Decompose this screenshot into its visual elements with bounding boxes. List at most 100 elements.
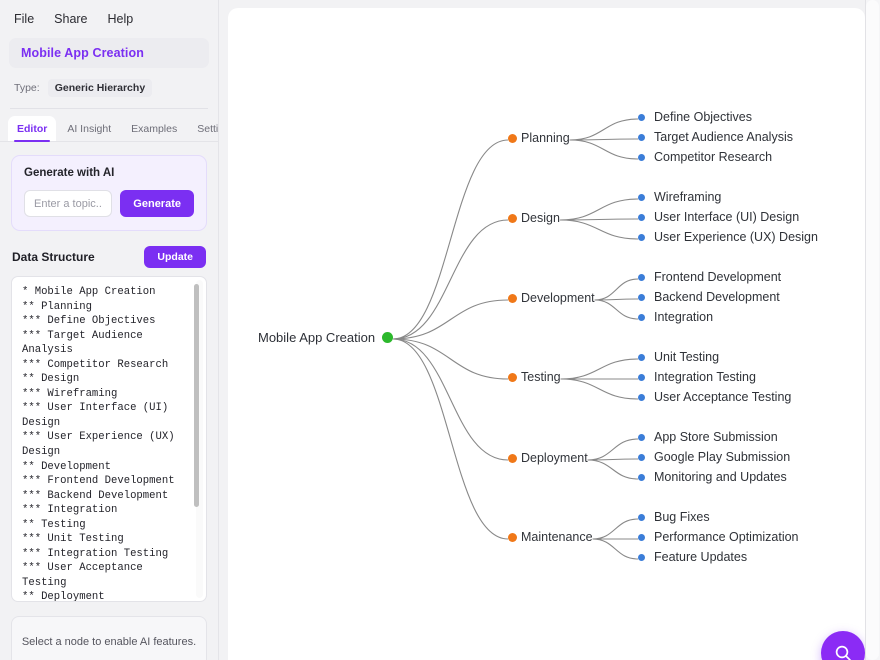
mindmap-leaf-node[interactable]: Integration Testing bbox=[638, 370, 756, 384]
leaf-node-dot[interactable] bbox=[638, 513, 645, 521]
generate-with-ai-row: Generate bbox=[24, 190, 194, 217]
mindmap-leaf-node[interactable]: User Acceptance Testing bbox=[638, 390, 791, 404]
root-node-dot[interactable] bbox=[382, 332, 394, 343]
mindmap-leaf-label: Unit Testing bbox=[654, 350, 720, 364]
branch-node-dot[interactable] bbox=[508, 213, 517, 223]
generate-with-ai-title: Generate with AI bbox=[24, 167, 115, 179]
document-title-card[interactable]: Mobile App Creation bbox=[9, 38, 209, 68]
mindmap-leaf-node[interactable]: User Interface (UI) Design bbox=[638, 210, 799, 224]
leaf-node-dot[interactable] bbox=[638, 213, 645, 221]
leaf-node-dot[interactable] bbox=[638, 553, 645, 561]
tab-examples[interactable]: Examples bbox=[131, 123, 178, 135]
mindmap-leaf-label: Monitoring and Updates bbox=[654, 470, 787, 484]
mindmap-root-label: Mobile App Creation bbox=[258, 330, 376, 345]
leaf-node-dot[interactable] bbox=[638, 293, 645, 301]
branch-node-dot[interactable] bbox=[508, 372, 517, 382]
leaf-node-dot[interactable] bbox=[638, 353, 645, 361]
topic-input[interactable] bbox=[24, 190, 113, 217]
mindmap-leaf-label: User Acceptance Testing bbox=[654, 390, 792, 404]
mindmap-branch-node[interactable]: Deployment bbox=[508, 451, 588, 465]
data-structure-header: Data Structure Update bbox=[12, 246, 206, 268]
page-scrollbar-thumb[interactable] bbox=[866, 0, 879, 660]
branch-node-dot[interactable] bbox=[508, 133, 517, 143]
menu-item-share[interactable]: Share bbox=[54, 12, 88, 26]
mindmap-root-node[interactable]: Mobile App Creation bbox=[258, 330, 394, 345]
mindmap-leaf-node[interactable]: Define Objectives bbox=[638, 110, 752, 124]
update-button[interactable]: Update bbox=[144, 246, 206, 268]
leaf-node-dot[interactable] bbox=[638, 273, 645, 281]
mindmap-leaf-label: Frontend Development bbox=[654, 270, 782, 284]
mindmap-leaf-node[interactable]: Wireframing bbox=[638, 190, 721, 204]
mindmap-leaf-label: Performance Optimization bbox=[654, 530, 799, 544]
tabs-underline bbox=[0, 141, 218, 142]
mindmap-branch-label: Testing bbox=[521, 370, 561, 384]
branch-node-dot[interactable] bbox=[508, 532, 517, 542]
branch-node-dot[interactable] bbox=[508, 293, 517, 303]
data-structure-editor[interactable]: * Mobile App Creation ** Planning *** De… bbox=[11, 276, 207, 602]
textarea-scrollbar-thumb[interactable] bbox=[194, 284, 199, 507]
mindmap-leaf-node[interactable]: Bug Fixes bbox=[638, 510, 710, 524]
mindmap-leaf-node[interactable]: Unit Testing bbox=[638, 350, 719, 364]
leaf-node-dot[interactable] bbox=[638, 373, 645, 381]
leaf-node-dot[interactable] bbox=[638, 133, 645, 141]
mindmap-leaf-label: Wireframing bbox=[654, 190, 722, 204]
search-fab-button[interactable] bbox=[821, 631, 865, 660]
page-scrollbar-track[interactable] bbox=[865, 0, 880, 660]
mindmap-leaf-label: Backend Development bbox=[654, 290, 780, 304]
type-label: Type: bbox=[14, 82, 40, 94]
mindmap-leaf-label: Integration bbox=[654, 310, 714, 324]
mindmap-branch-label: Development bbox=[521, 291, 595, 305]
mindmap-leaf-label: User Interface (UI) Design bbox=[654, 210, 800, 224]
leaf-node-dot[interactable] bbox=[638, 393, 645, 401]
type-value-chip[interactable]: Generic Hierarchy bbox=[47, 79, 153, 97]
mindmap-branch-node[interactable]: Testing bbox=[508, 370, 561, 384]
mindmap-leaf-node[interactable]: Google Play Submission bbox=[638, 450, 790, 464]
document-type-row: Type: Generic Hierarchy bbox=[0, 68, 218, 97]
leaf-node-dot[interactable] bbox=[638, 153, 645, 161]
branch-node-dot[interactable] bbox=[508, 453, 517, 463]
mindmap-leaf-node[interactable]: Backend Development bbox=[638, 290, 780, 304]
leaf-node-dot[interactable] bbox=[638, 193, 645, 201]
mindmap-leaf-node[interactable]: Feature Updates bbox=[638, 550, 747, 564]
mindmap-canvas-panel[interactable]: Mobile App Creation Planning Define Object… bbox=[228, 8, 865, 660]
mindmap-leaf-node[interactable]: Target Audience Analysis bbox=[638, 130, 793, 144]
mindmap-leaf-node[interactable]: Integration bbox=[638, 310, 713, 324]
mindmap-leaf-node[interactable]: Performance Optimization bbox=[638, 530, 799, 544]
leaf-node-dot[interactable] bbox=[638, 533, 645, 541]
leaf-node-dot[interactable] bbox=[638, 233, 645, 241]
generate-button[interactable]: Generate bbox=[120, 190, 194, 217]
leaf-node-dot[interactable] bbox=[638, 113, 645, 121]
mindmap-leaf-label: Integration Testing bbox=[654, 370, 756, 384]
mindmap-branch-label: Planning bbox=[521, 131, 570, 145]
mindmap-branch-node[interactable]: Design bbox=[508, 211, 560, 225]
leaf-node-dot[interactable] bbox=[638, 313, 645, 321]
leaf-node-dot[interactable] bbox=[638, 473, 645, 481]
leaf-node-dot[interactable] bbox=[638, 433, 645, 441]
mindmap-leaf-node[interactable]: Competitor Research bbox=[638, 150, 772, 164]
search-icon bbox=[835, 645, 851, 660]
menu-item-help[interactable]: Help bbox=[107, 12, 134, 26]
mindmap-leaf-label: Competitor Research bbox=[654, 150, 773, 164]
mindmap-branch-label: Maintenance bbox=[521, 530, 593, 544]
mindmap-leaf-node[interactable]: Monitoring and Updates bbox=[638, 470, 787, 484]
tab-ai-insight[interactable]: AI Insight bbox=[67, 123, 112, 135]
ai-hint-text: Select a node to enable AI features. bbox=[21, 636, 197, 648]
mindmap-branch-node[interactable]: Maintenance bbox=[508, 530, 593, 544]
textarea-scrollbar-track[interactable] bbox=[194, 280, 203, 598]
mindmap-leaf-node[interactable]: App Store Submission bbox=[638, 430, 778, 444]
mindmap[interactable]: Mobile App Creation Planning Define Object… bbox=[228, 8, 865, 660]
mindmap-branch-node[interactable]: Development bbox=[508, 291, 595, 305]
mindmap-leaf-label: App Store Submission bbox=[654, 430, 778, 444]
tab-editor[interactable]: Editor bbox=[8, 116, 57, 142]
mindmap-branch-label: Design bbox=[521, 211, 560, 225]
leaf-node-dot[interactable] bbox=[638, 453, 645, 461]
tab-settings[interactable]: Settings bbox=[197, 123, 219, 135]
data-structure-textarea[interactable]: * Mobile App Creation ** Planning *** De… bbox=[12, 277, 206, 601]
menu-item-file[interactable]: File bbox=[14, 12, 35, 26]
mindmap-branch-label: Deployment bbox=[521, 451, 588, 465]
mindmap-branch-node[interactable]: Planning bbox=[508, 131, 570, 145]
mindmap-leaf-node[interactable]: Frontend Development bbox=[638, 270, 781, 284]
data-structure-title: Data Structure bbox=[12, 250, 95, 264]
mindmap-leaf-node[interactable]: User Experience (UX) Design bbox=[638, 230, 818, 244]
